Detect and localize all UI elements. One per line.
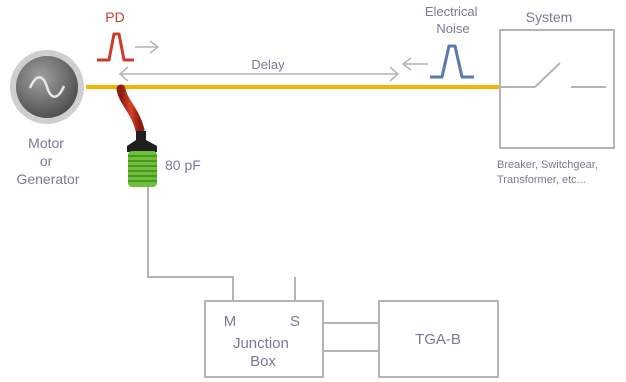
motor-label: Motor or Generator: [16, 135, 79, 187]
motor-generator: [10, 50, 84, 124]
capacitor-label: 80 pF: [165, 157, 201, 173]
system-description: Breaker, Switchgear, Transformer, etc...: [497, 159, 601, 186]
junction-box-s-terminal: S: [290, 313, 300, 330]
system-box: [499, 29, 615, 149]
tga-b-box: [378, 300, 499, 378]
coupling-cable: [116, 84, 145, 135]
signal-wiring: [147, 187, 296, 301]
noise-pulse-icon: [430, 44, 474, 79]
system-label: System: [526, 9, 573, 25]
junction-box: [204, 300, 324, 378]
tga-b-label: TGA-B: [415, 331, 461, 348]
coupler-head: [127, 131, 157, 152]
electrical-noise-label: Electrical Noise: [425, 4, 481, 36]
pd-arrow-icon: [135, 40, 160, 54]
jb-tga-connections: [323, 322, 379, 352]
delay-arrow-icon: [118, 66, 400, 82]
noise-arrow-icon: [401, 57, 428, 71]
capacitor-80pf: [128, 151, 157, 187]
junction-box-m-terminal: M: [224, 313, 237, 330]
delay-label: Delay: [251, 57, 285, 72]
pd-label: PD: [105, 9, 124, 25]
junction-box-label: Junction Box: [233, 335, 293, 370]
pd-pulse-icon: [97, 32, 134, 62]
breaker-switch-icon: [500, 62, 606, 88]
